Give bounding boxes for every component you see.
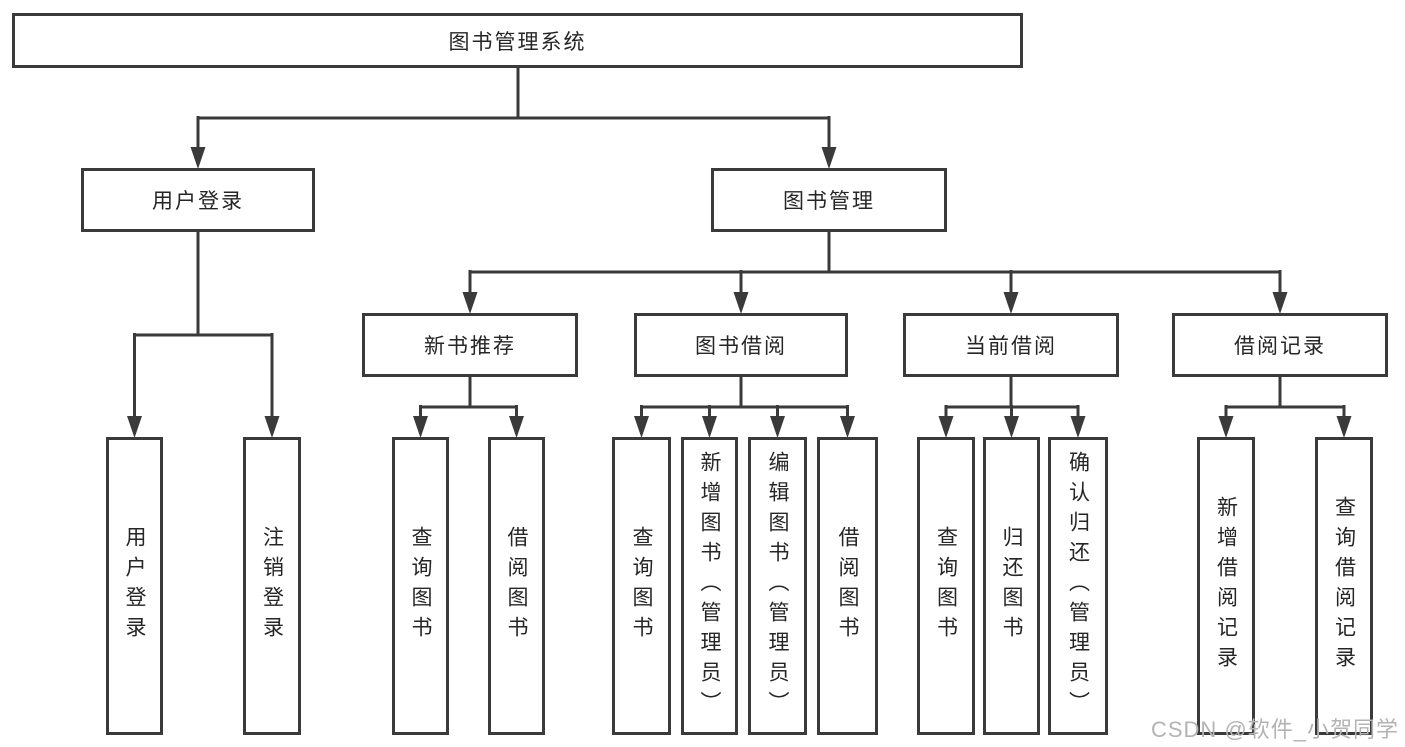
node-cb-confirm-return: 确认归还（管理员） (1048, 437, 1108, 735)
node-book-borrow: 图书借阅 (634, 313, 848, 377)
node-ul-logout: 注销登录 (243, 437, 301, 735)
node-user-login: 用户登录 (81, 168, 315, 232)
node-bb-edit-books: 编辑图书（管理员） (748, 437, 807, 735)
watermark: CSDN @软件_小贺同学 (1150, 717, 1399, 742)
node-cb-query-books: 查询图书 (917, 437, 975, 735)
node-br-query-record: 查询借阅记录 (1315, 437, 1373, 735)
node-nb-query-books: 查询图书 (392, 437, 449, 735)
node-bb-add-books: 新增图书（管理员） (681, 437, 738, 735)
node-new-book-rec: 新书推荐 (362, 313, 578, 377)
node-current-borrow: 当前借阅 (903, 313, 1119, 377)
arrowheads (127, 147, 1352, 438)
node-bb-query-books: 查询图书 (612, 437, 671, 735)
node-br-add-record: 新增借阅记录 (1197, 437, 1255, 735)
node-book-mgmt: 图书管理 (711, 168, 947, 232)
node-bb-borrow-books: 借阅图书 (817, 437, 878, 735)
node-nb-borrow-books: 借阅图书 (488, 437, 545, 735)
node-cb-return-books: 归还图书 (983, 437, 1040, 735)
node-root: 图书管理系统 (12, 13, 1023, 68)
node-ul-user-login: 用户登录 (106, 437, 163, 735)
node-borrow-records: 借阅记录 (1172, 313, 1388, 377)
